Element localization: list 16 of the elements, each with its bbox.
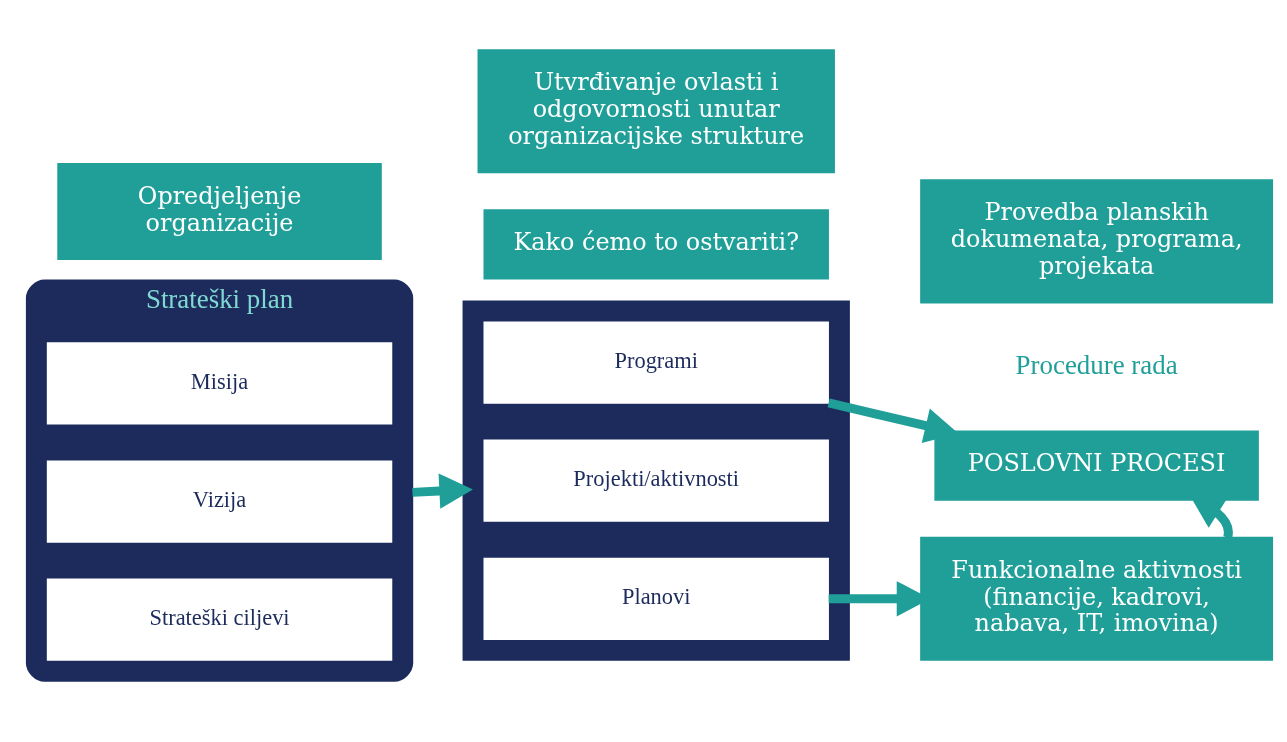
node-box: Provedba planskih dokumenata, programa, projekata (920, 178, 1274, 303)
node-box: Utvrđivanje ovlasti i odgovornosti unutar organizacijske strukture (477, 48, 835, 173)
node-box: Funkcionalne aktivnosti (financije, kadrovi, nabava, IT, imovina) (920, 536, 1274, 661)
cluster (462, 299, 850, 661)
arrow (412, 472, 473, 509)
node-box: Misija (46, 341, 393, 425)
node-box: Programi (483, 320, 829, 404)
label: Procedure rada (1015, 349, 1178, 380)
node-box: Strateški ciljevi (46, 578, 393, 661)
node-box: POSLOVNI PROCESI (934, 430, 1259, 501)
node-box: Planovi (483, 557, 829, 640)
arrow (827, 398, 959, 443)
node-box: Projekti/aktivnosti (483, 439, 829, 522)
node-box: Opredjeljenje organizacije (57, 162, 382, 260)
node-box: Kako ćemo to ostvariti? (483, 208, 829, 280)
node-box: Vizija (46, 460, 393, 543)
